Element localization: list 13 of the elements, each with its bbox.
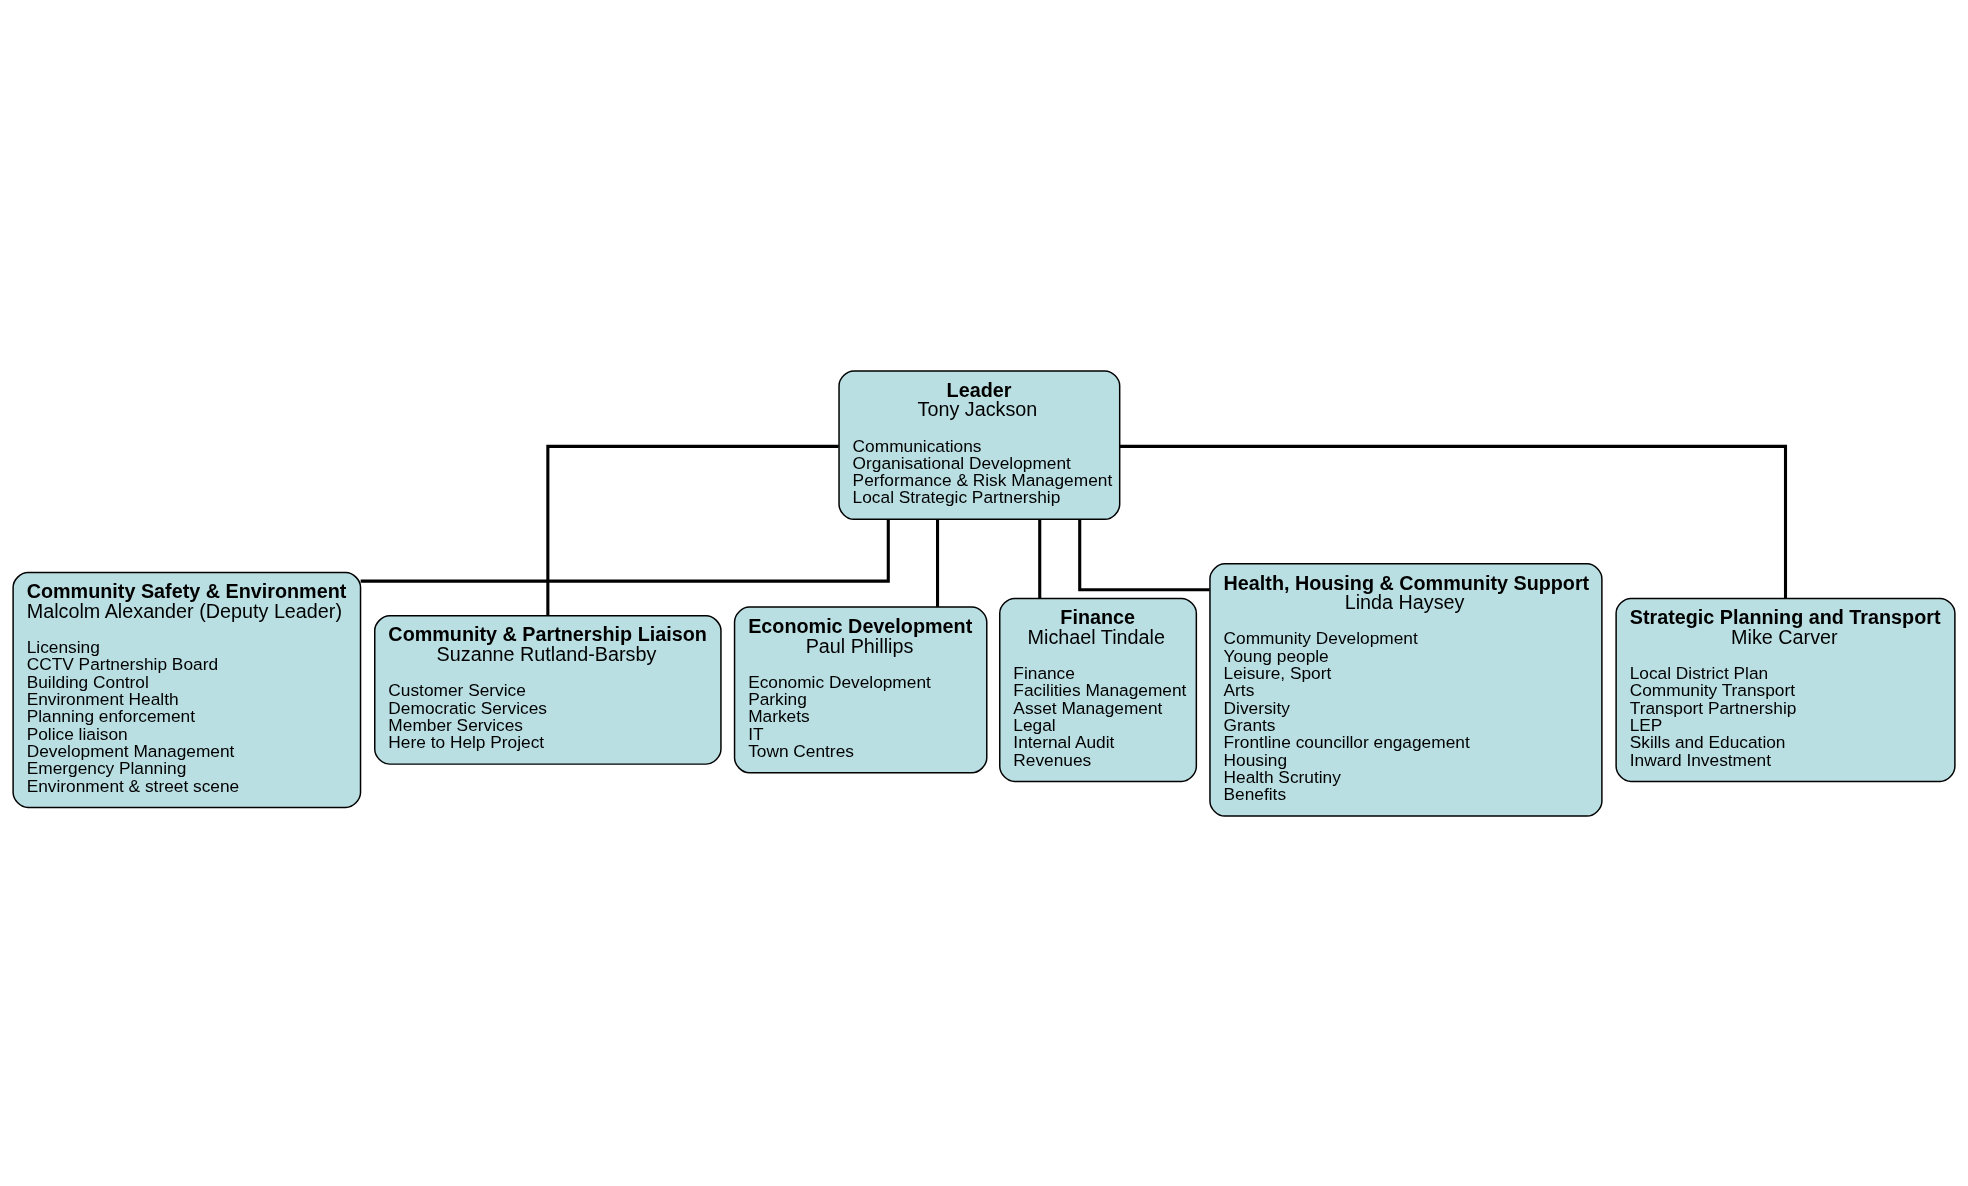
- node-box: Finance Michael Tindale Finance Facilities Management Asset Management Legal Internal Audit Revenues: [999, 597, 1198, 782]
- connector: [360, 519, 890, 583]
- node-box: Health, Housing & Community Support Linda Haysey Community Development Young people Leisure, Sport Arts Diversity Grants Frontline councillor engagement Housing Health Scrutiny Benefits: [1209, 562, 1603, 817]
- node-box: Community Safety & Environment Malcolm Alexander (Deputy Leader) Licensing CCTV Partnership Board Building Control Environment Health Planning enforcement Police liaison Development Management Emergency Planning Environment & street scene: [12, 571, 362, 808]
- connector: [1038, 519, 1042, 598]
- node-box: Strategic Planning and Transport Mike Carver Local District Plan Community Transport Transport Partnership LEP Skills and Education Inward Investment: [1615, 597, 1956, 782]
- node-box: Leader Tony Jackson Communications Organisational Development Performance & Risk Management Local Strategic Partnership: [838, 369, 1121, 520]
- node-box: Economic Development Paul Phillips Economic Development Parking Markets IT Town Centres: [733, 605, 988, 773]
- connector: [1078, 519, 1210, 591]
- connector: [936, 519, 940, 607]
- connector: [1119, 444, 1788, 598]
- node-box: Community & Partnership Liaison Suzanne Rutland-Barsby Customer Service Democratic Services Member Services Here to Help Project: [374, 614, 722, 765]
- connector: [546, 444, 839, 616]
